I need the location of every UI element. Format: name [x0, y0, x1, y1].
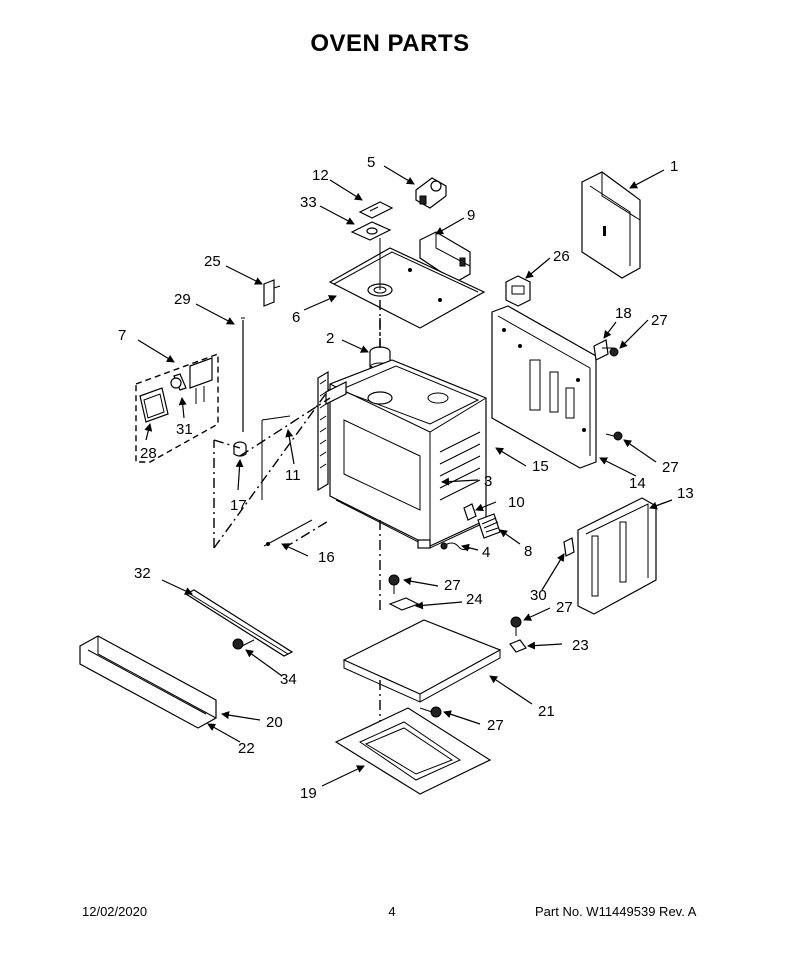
callout-26: 26	[553, 248, 570, 265]
callout-34: 34	[280, 671, 297, 688]
part-34-screw	[232, 638, 255, 650]
part-12-bracket	[358, 201, 394, 219]
callout-6: 6	[292, 309, 300, 326]
part-23-clip	[509, 639, 527, 653]
callout-21: 21	[538, 703, 555, 720]
part-27-screw-rear-upper	[609, 347, 619, 357]
part-30-clip	[563, 537, 575, 557]
callout-27-bottom-lower: 27	[487, 717, 504, 734]
callout-10: 10	[508, 494, 525, 511]
part-5-switch	[415, 177, 447, 209]
part-27-screw-bottom-upper	[388, 574, 400, 594]
callout-11: 11	[285, 467, 301, 484]
part-27-screw-rear-lower	[605, 431, 623, 441]
part-27-screw-bottom-lower	[419, 706, 442, 718]
part-6-top-plate	[328, 238, 486, 329]
callout-16: 16	[318, 549, 335, 566]
callout-25: 25	[204, 253, 221, 270]
callout-20: 20	[266, 714, 283, 731]
callout-2: 2	[326, 330, 334, 347]
callout-8: 8	[524, 543, 532, 560]
footer-part-number: Part No. W11449539 Rev. A	[535, 904, 697, 919]
part-7-control-group	[135, 352, 219, 463]
footer-date: 12/02/2020	[82, 904, 148, 919]
callout-13: 13	[677, 485, 694, 502]
footer-page-number: 4	[388, 904, 396, 919]
callout-7: 7	[118, 327, 126, 344]
part-25-bracket	[263, 279, 281, 307]
callout-19: 19	[300, 785, 317, 802]
callout-9: 9	[467, 207, 475, 224]
callout-12: 12	[312, 167, 329, 184]
part-26-clip	[505, 275, 531, 307]
callout-23: 23	[572, 637, 589, 654]
callout-28: 28	[140, 445, 157, 462]
part-29-rod	[241, 317, 245, 432]
callout-24: 24	[466, 591, 483, 608]
callout-18: 18	[615, 305, 632, 322]
callout-4: 4	[482, 544, 490, 561]
part-14-rear-panel	[491, 305, 597, 469]
callout-32: 32	[134, 565, 151, 582]
callout-29: 29	[174, 291, 191, 308]
callout-1: 1	[670, 158, 678, 175]
part-33-bracket	[350, 221, 392, 241]
callout-15: 15	[532, 458, 549, 475]
part-1-panel	[581, 171, 641, 279]
part-21-bottom-plate	[342, 619, 502, 703]
assembly-lines	[213, 300, 381, 722]
part-11-rod	[261, 415, 291, 500]
callout-31: 31	[176, 421, 193, 438]
callout-27-rear-lower: 27	[662, 459, 679, 476]
callout-27-bottom-upper: 27	[444, 577, 461, 594]
part-27-screw-right	[510, 616, 522, 636]
callout-14: 14	[629, 475, 646, 492]
part-19-bottom-panel	[334, 707, 492, 795]
callout-22: 22	[238, 740, 255, 757]
part-10-clip	[463, 503, 477, 521]
oven-cavity	[329, 359, 487, 549]
part-24-bracket	[388, 597, 420, 611]
callout-27-right: 27	[556, 599, 573, 616]
callout-17: 17	[230, 497, 247, 514]
leader-lines	[137, 165, 673, 787]
part-13-side-panel	[577, 497, 657, 615]
part-20-trim	[79, 635, 217, 729]
callout-30: 30	[530, 587, 547, 604]
callout-5: 5	[367, 154, 375, 171]
callout-33: 33	[300, 194, 317, 211]
page-title: OVEN PARTS	[310, 30, 470, 57]
part-16-rod	[263, 519, 313, 547]
callout-3: 3	[484, 473, 492, 490]
callout-27-rear-upper: 27	[651, 312, 668, 329]
